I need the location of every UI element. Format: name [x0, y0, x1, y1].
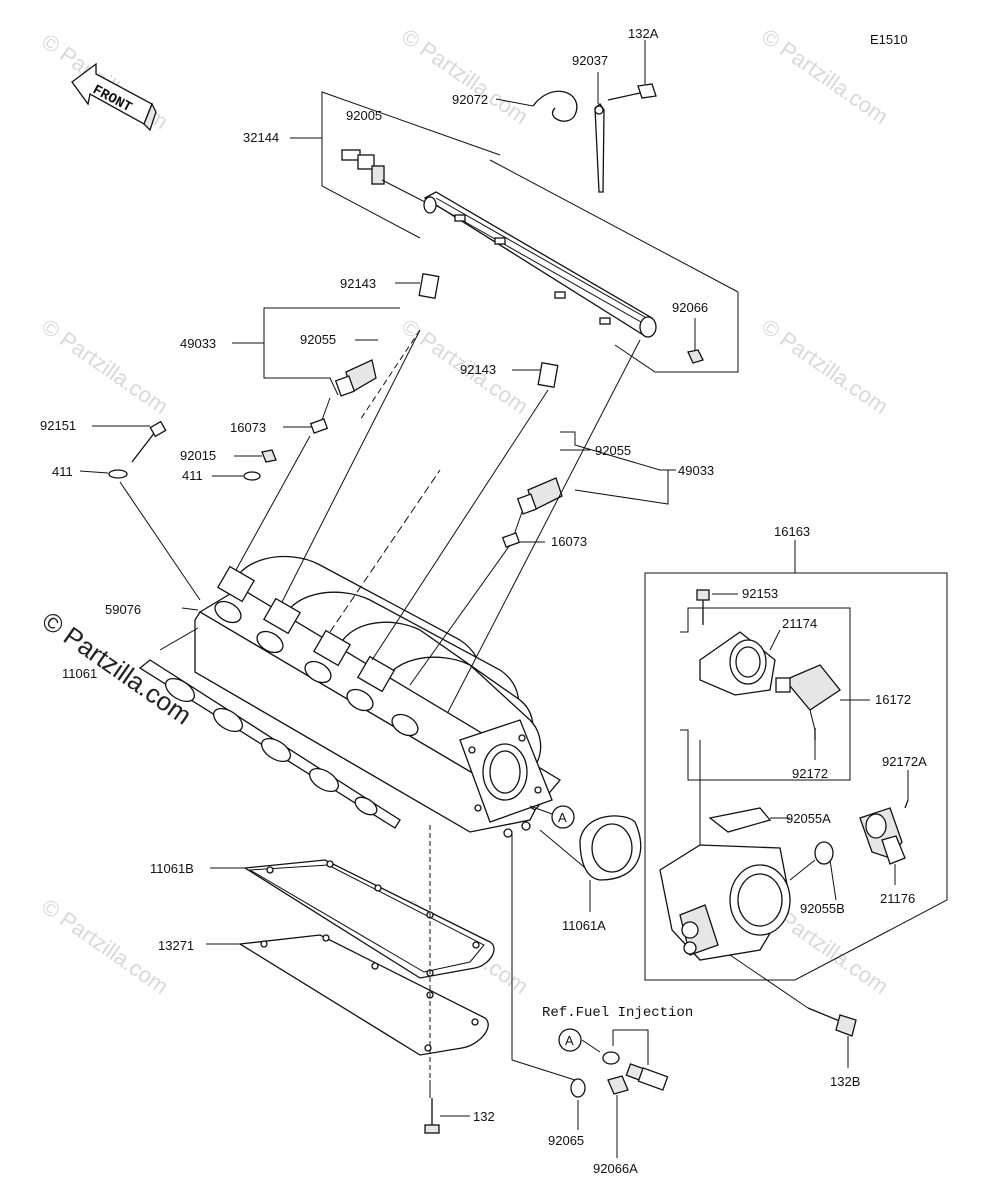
part-92065 [570, 1078, 586, 1098]
label-11061B: 11061B [150, 861, 194, 876]
label-16172: 16172 [875, 692, 911, 707]
watermark: © Partzilla.com [757, 314, 893, 420]
label-11061: 11061 [62, 666, 97, 681]
label-92055-a: 92055 [300, 332, 336, 347]
diagram-id: E1510 [870, 32, 908, 47]
fuel-rail-group [290, 40, 739, 388]
label-92172: 92172 [792, 766, 828, 781]
label-132A: 132A [628, 26, 659, 41]
watermark-large: © Partzilla.com [37, 605, 198, 730]
label-92172A: 92172A [882, 754, 927, 769]
part-11061A [579, 815, 642, 881]
label-59076: 59076 [105, 602, 141, 617]
part-labels: 132A 92037 92072 32144 92005 92143 92066… [40, 26, 927, 1176]
part-132B [807, 1007, 857, 1037]
part-92005 [341, 149, 385, 185]
label-49033-a: 49033 [180, 336, 216, 351]
callout-a-circle-ref [558, 1028, 582, 1052]
part-92015 [261, 449, 277, 463]
label-411-a: 411 [52, 464, 73, 479]
part-13271 [238, 934, 489, 1056]
label-132B: 132B [830, 1074, 860, 1089]
part-411-b [243, 471, 261, 481]
watermark: © Partzilla.com [37, 314, 173, 420]
part-92151 [131, 420, 167, 463]
injector-group-lower [501, 431, 676, 548]
label-92055A: 92055A [786, 811, 831, 826]
label-13271: 13271 [158, 938, 194, 953]
watermark: © Partzilla.com [397, 24, 533, 130]
part-92153 [696, 589, 710, 625]
part-132A [607, 83, 657, 101]
throttle-group-16163 [644, 540, 948, 981]
label-92055B: 92055B [800, 901, 845, 916]
label-92153: 92153 [742, 586, 778, 601]
part-92143-b [537, 362, 559, 388]
label-21176: 21176 [880, 891, 915, 906]
label-92037: 92037 [572, 53, 608, 68]
label-92005: 92005 [346, 108, 382, 123]
watermark: © Partzilla.com [37, 894, 173, 1000]
label-16073-b: 16073 [551, 534, 587, 549]
callout-a-letter-ref: A [565, 1033, 574, 1048]
label-11061A: 11061A [562, 918, 606, 933]
label-92143-a: 92143 [340, 276, 376, 291]
part-92066A [607, 1075, 629, 1095]
label-92151: 92151 [40, 418, 76, 433]
callout-a-circle [551, 805, 575, 829]
part-411-a [108, 469, 128, 479]
ref-fuel-injection: Ref.Fuel Injection [542, 1005, 693, 1021]
label-92055-b: 92055 [595, 443, 631, 458]
intake-manifold [119, 329, 641, 838]
fuel-injection-sensor [625, 1063, 669, 1091]
part-11061B [243, 859, 495, 979]
label-32144: 32144 [243, 130, 279, 145]
label-16163: 16163 [774, 524, 810, 539]
label-92066: 92066 [672, 300, 708, 315]
label-92143-b: 92143 [460, 362, 496, 377]
injector-group-upper [232, 307, 421, 434]
label-21174: 21174 [782, 616, 817, 631]
label-16073-a: 16073 [230, 420, 266, 435]
label-92066A: 92066A [593, 1161, 638, 1176]
label-132: 132 [473, 1109, 495, 1124]
label-411-b: 411 [182, 468, 203, 483]
label-92015: 92015 [180, 448, 216, 463]
label-92072: 92072 [452, 92, 488, 107]
part-132 [424, 1098, 440, 1134]
label-49033-b: 49033 [678, 463, 714, 478]
label-92065: 92065 [548, 1133, 584, 1148]
part-11061 [138, 659, 401, 829]
part-92143-a [418, 273, 440, 299]
callout-a-letter: A [558, 810, 567, 825]
